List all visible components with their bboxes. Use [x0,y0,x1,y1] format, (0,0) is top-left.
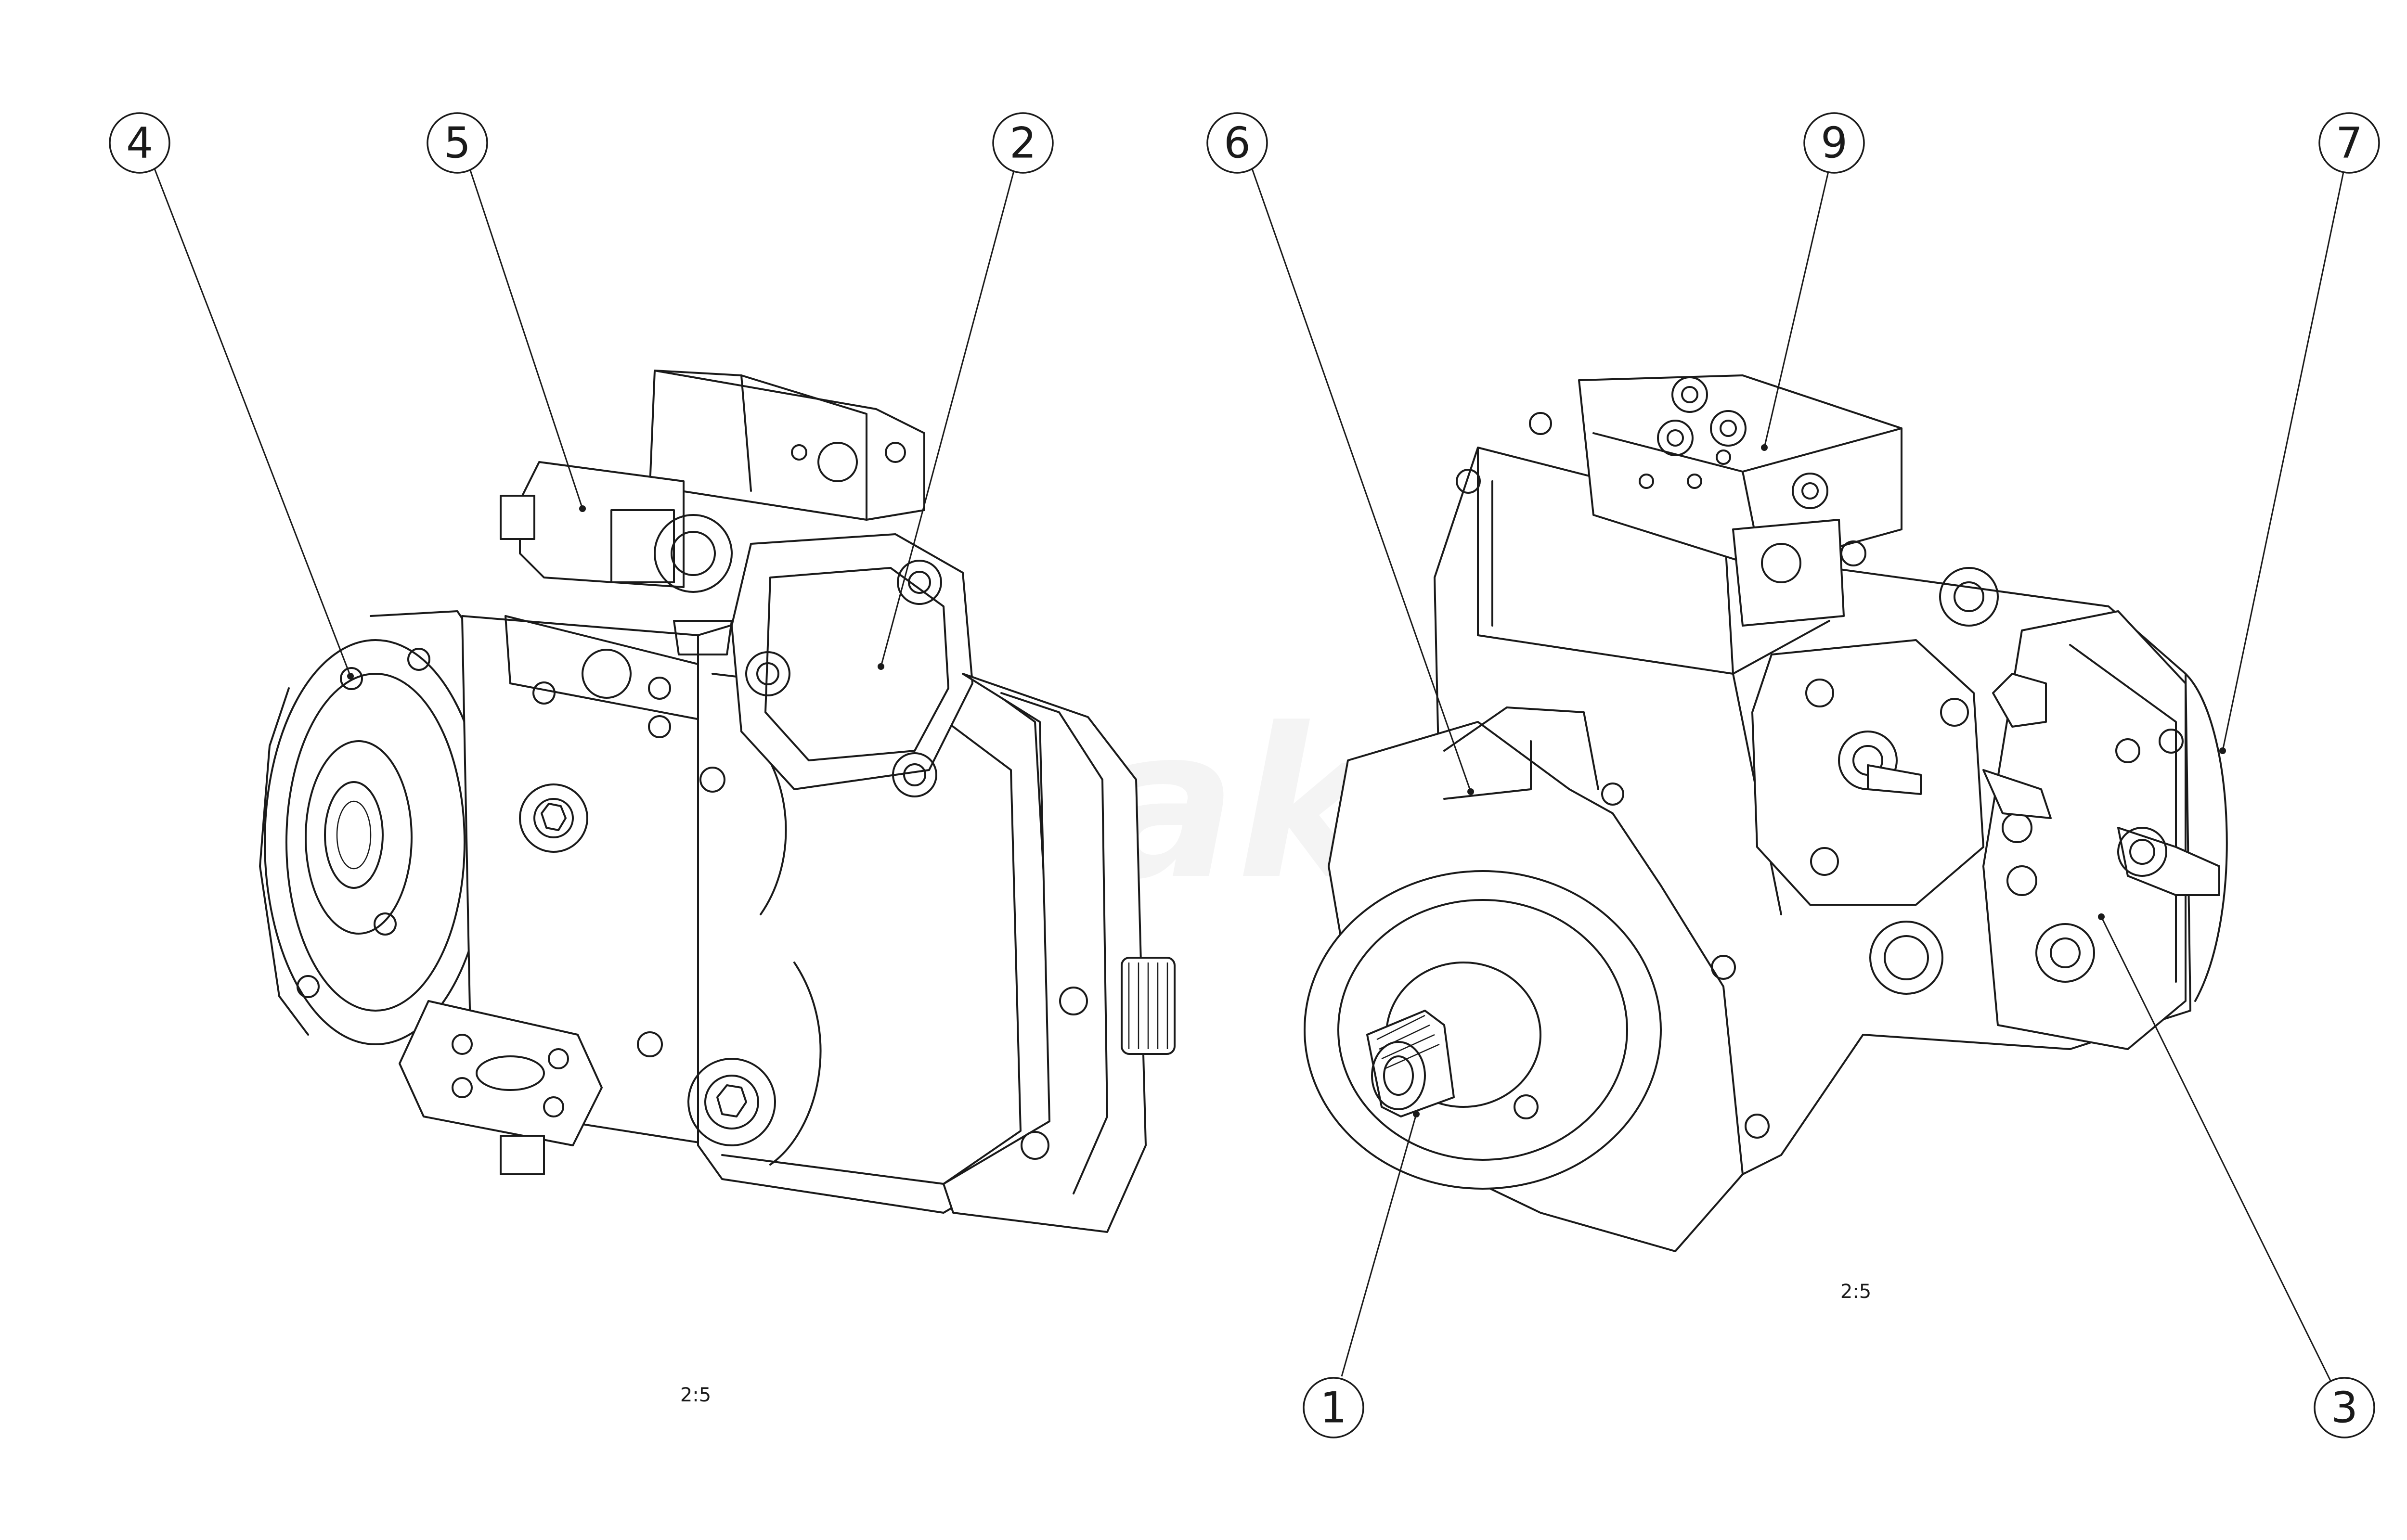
leader-9 [1763,167,1830,448]
left-pump-view [259,370,1176,1233]
balloon-1: 1 [1303,1377,1364,1438]
balloon-9: 9 [1803,112,1865,174]
leader-3 [2100,916,2333,1385]
control-valve-block [649,370,925,521]
svg-text:5: 5 [444,118,471,168]
leader-4 [153,167,351,677]
leader-2 [880,167,1016,667]
sensor-port [1939,567,1999,627]
leader-lines [153,167,2345,1385]
shaft-bore [305,740,413,935]
svg-text:7: 7 [2336,118,2363,168]
right-pump-view [1304,374,2228,1252]
balloon-7: 7 [2318,112,2380,174]
balloon-2: 2 [992,112,1054,174]
drain-port [500,1135,545,1175]
svg-text:3: 3 [2331,1383,2358,1433]
front-ring [1304,870,1662,1190]
charge-pump-cover [731,533,973,790]
balloon-4: 4 [109,112,170,174]
svg-text:6: 6 [1224,118,1251,168]
drive-end-flange [943,673,1147,1233]
mounting-bracket-lower [399,1000,603,1146]
solenoid-coil [654,514,733,593]
valve-stack [1732,519,1845,627]
svg-text:2: 2 [1009,118,1036,168]
svg-text:1: 1 [1320,1383,1347,1433]
leader-7 [2222,167,2345,751]
leader-5 [468,167,583,509]
scale-label-left: 2:5 [680,1384,711,1406]
leader-6 [1251,167,1472,792]
scale-label-right: 2:5 [1840,1281,1871,1303]
balloon-3: 3 [2314,1377,2375,1438]
plug-lower [687,1058,776,1146]
plug-upper [519,783,588,853]
high-pressure-port [1869,921,1943,995]
svg-text:9: 9 [1821,118,1848,168]
fitting [2117,827,2220,896]
balloon-6: 6 [1206,112,1268,174]
balloon-5: 5 [427,112,488,174]
svg-text:4: 4 [126,118,153,168]
leader-1 [1341,1114,1417,1377]
